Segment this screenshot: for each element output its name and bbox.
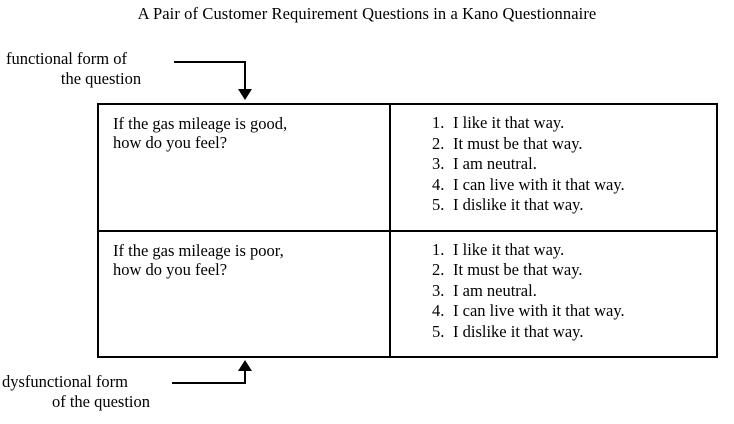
functional-arrow-down-icon	[238, 89, 252, 100]
dysfunctional-answers-cell: 1. I like it that way. 2. It must be that …	[389, 229, 718, 358]
answer-number: 1.	[432, 239, 445, 259]
answer-number: 3.	[432, 280, 445, 300]
answer-text: It must be that way.	[453, 260, 583, 279]
answer-text: I dislike it that way.	[453, 321, 584, 341]
list-item[interactable]: 4. I can live with it that way.	[432, 301, 716, 322]
dysfunctional-question-text: If the gas mileage is poor, how do you f…	[99, 232, 389, 279]
answer-text: I like it that way.	[453, 113, 565, 132]
answer-text: I dislike it that way.	[453, 195, 584, 214]
functional-leader-vertical-line	[244, 61, 246, 90]
list-item[interactable]: 5. I dislike it that way.	[432, 195, 716, 216]
list-item[interactable]: 2. It must be that way.	[432, 260, 716, 281]
answer-text: I can live with it that way.	[453, 174, 625, 194]
functional-answers-cell: 1. I like it that way. 2. It must be that …	[389, 103, 718, 232]
dysfunctional-leader-vertical-line	[244, 371, 246, 383]
answer-number: 5.	[432, 195, 445, 214]
answer-number: 2.	[432, 133, 445, 153]
answer-number: 2.	[432, 260, 445, 279]
dysfunctional-answer-list: 1. I like it that way. 2. It must be that …	[391, 232, 716, 343]
answer-text: I can live with it that way.	[453, 301, 625, 320]
functional-question-line1: If the gas mileage is good,	[113, 114, 288, 133]
answer-number: 5.	[432, 321, 445, 341]
table-row: If the gas mileage is poor, how do you f…	[97, 229, 718, 358]
table-row: If the gas mileage is good, how do you f…	[97, 103, 718, 232]
answer-text: I like it that way.	[453, 239, 565, 259]
dysfunctional-leader-horizontal-line	[172, 382, 246, 384]
dysfunctional-question-line1: If the gas mileage is poor,	[113, 240, 284, 260]
figure-title: A Pair of Customer Requirement Questions…	[137, 4, 597, 23]
answer-text: I am neutral.	[453, 280, 537, 300]
dysfunctional-question-line2: how do you feel?	[113, 259, 228, 279]
functional-form-label: functional form of the question	[6, 49, 178, 89]
functional-question-line2: how do you feel?	[113, 133, 228, 152]
dysfunctional-form-label: dysfunctional form of the question	[2, 372, 178, 412]
answer-text: It must be that way.	[453, 133, 583, 153]
list-item[interactable]: 4. I can live with it that way.	[432, 175, 716, 196]
answer-text: I am neutral.	[453, 154, 537, 173]
dysfunctional-form-label-line1: dysfunctional form	[2, 372, 129, 391]
list-item[interactable]: 5. I dislike it that way.	[432, 322, 716, 343]
functional-leader-horizontal-line	[174, 61, 246, 63]
dysfunctional-arrow-up-icon	[238, 360, 252, 371]
answer-number: 3.	[432, 154, 445, 173]
dysfunctional-question-cell: If the gas mileage is poor, how do you f…	[97, 229, 391, 358]
functional-answer-list: 1. I like it that way. 2. It must be that …	[391, 105, 716, 216]
functional-question-text: If the gas mileage is good, how do you f…	[99, 105, 389, 152]
functional-form-label-line1: functional form of	[6, 49, 127, 68]
list-item[interactable]: 3. I am neutral.	[432, 281, 716, 302]
list-item[interactable]: 1. I like it that way.	[432, 240, 716, 261]
answer-number: 4.	[432, 301, 445, 320]
answer-number: 4.	[432, 174, 445, 194]
list-item[interactable]: 2. It must be that way.	[432, 134, 716, 155]
functional-question-cell: If the gas mileage is good, how do you f…	[97, 103, 391, 232]
functional-form-label-line2: the question	[60, 69, 142, 88]
dysfunctional-form-label-line2: of the question	[51, 392, 151, 411]
kano-questionnaire-table: If the gas mileage is good, how do you f…	[97, 103, 718, 358]
answer-number: 1.	[432, 113, 445, 132]
list-item[interactable]: 3. I am neutral.	[432, 154, 716, 175]
list-item[interactable]: 1. I like it that way.	[432, 113, 716, 134]
